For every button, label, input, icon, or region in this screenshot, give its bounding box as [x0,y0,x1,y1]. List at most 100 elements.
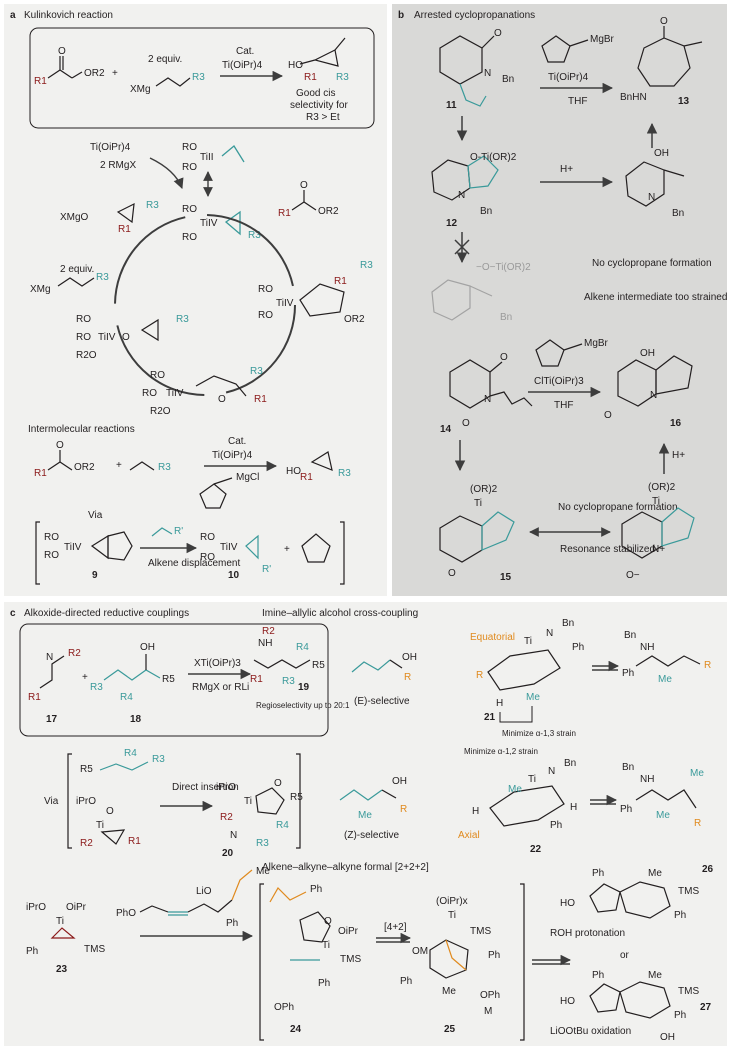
svg-text:O: O [462,418,470,429]
svg-text:TiIV: TiIV [98,332,116,343]
panel-c-letter: c [10,608,16,619]
svg-text:O: O [494,28,502,39]
svg-text:O: O [660,16,668,27]
compound-15: 15 [500,572,512,583]
svg-text:R1: R1 [128,836,141,847]
bicyclic-12 [431,155,499,201]
svg-text:27: 27 [700,1002,712,1013]
svg-text:Me: Me [690,768,704,779]
svg-text:O: O [56,440,64,451]
svg-text:19: 19 [298,682,310,693]
oxatitanacycle-24: Ph O OiPr Ti TMS Ph OPh 24 [269,884,361,1035]
svg-text:RO: RO [76,332,91,343]
svg-text:H: H [496,698,503,709]
compound-11: 11 [446,100,457,111]
svg-text:+: + [116,460,122,471]
note-too-strained: Alkene intermediate too strained [584,292,727,303]
svg-text:R: R [400,804,407,815]
panel-a-title: Kulinkovich reaction [24,10,113,21]
svg-text:Ph: Ph [310,884,322,895]
product-26: Ph Me HO TMS Ph 26 [560,864,714,921]
svg-text:THF: THF [568,96,587,107]
svg-text:R3: R3 [176,314,189,325]
iminium-titanacycle [621,507,695,559]
titanium-enolate-bottom: RO RO R2O TiIV O R1 R3 [142,366,267,417]
svg-text:R2: R2 [80,838,93,849]
svg-text:R3: R3 [336,72,349,83]
svg-text:R4: R4 [120,692,133,703]
svg-text:25: 25 [444,1024,456,1035]
svg-text:10: 10 [228,570,240,581]
svg-text:R1: R1 [34,468,47,479]
compound-16: 16 [670,418,682,429]
svg-text:R2: R2 [220,812,233,823]
svg-text:Ph: Ph [592,868,604,879]
titanacyclopropene-23: iPrO OiPr Ti Ph TMS 23 [26,902,105,975]
liootbu-oxidation: LiOOtBu oxidation [550,1026,631,1037]
via-label: Via [88,510,103,521]
reagent-clti: ClTi(OiPr)3 [534,376,584,387]
svg-text:OiPr: OiPr [338,926,359,937]
svg-text:THF: THF [554,400,573,411]
svg-text:O-Ti(OR)2: O-Ti(OR)2 [470,152,517,163]
imine-coupling-title: Imine–allylic alcohol cross-coupling [262,608,418,619]
svg-text:RO: RO [182,162,197,173]
svg-text:Me: Me [658,674,672,685]
ester-structure [47,56,83,79]
svg-text:TiIV: TiIV [166,388,184,399]
svg-text:Me: Me [656,810,670,821]
svg-text:XMg: XMg [30,284,51,295]
svg-text:R3: R3 [282,676,295,687]
svg-text:H+: H+ [560,164,573,175]
svg-text:R: R [476,670,483,681]
svg-text:Ti: Ti [528,774,536,785]
cycle-ti-ii: TiII [200,152,214,163]
svg-text:Bn: Bn [622,762,634,773]
alkyne-title: Alkene–alkyne–alkyne formal [2+2+2] [262,862,429,873]
svg-text:R3: R3 [248,230,261,241]
svg-text:Ph: Ph [550,820,562,831]
intermolecular-reagent: MgCl [236,472,259,483]
svg-text:R1: R1 [118,224,131,235]
svg-text:R': R' [174,526,183,537]
svg-text:Ph: Ph [622,668,634,679]
e-allylic-alcohol: OH R [351,652,417,683]
svg-text:H: H [570,802,577,813]
svg-text:R3: R3 [90,682,103,693]
cyclopentyl-ring [199,483,227,509]
via-label-c: Via [44,796,59,807]
svg-text:(OiPr)x: (OiPr)x [436,896,468,907]
svg-text:Me: Me [256,866,270,877]
note-no-cyclopropane-2: No cyclopropane formation [558,502,678,513]
titanacycle-15 [439,511,515,563]
svg-text:Ph: Ph [226,918,238,929]
svg-text:Ti: Ti [474,498,482,509]
z-allylic-alcohol: OH R Me [339,776,407,821]
panel-c-title: Alkoxide-directed reductive couplings [24,608,189,619]
svg-text:O: O [58,46,66,57]
svg-text:OH: OH [654,148,669,159]
svg-text:LiO: LiO [196,886,212,897]
svg-text:R1: R1 [254,394,267,405]
svg-text:Ti: Ti [652,496,660,507]
minimize-12-strain: Minimize α-1,2 strain [464,747,538,756]
compound-12: 12 [446,218,458,229]
panel-b-title: Arrested cyclopropanations [414,10,535,21]
step-4-2: [4+2] [384,922,407,933]
svg-text:R2O: R2O [150,406,171,417]
titanium-alkoxide-left: RO RO R2O TiIV O R3 [76,314,189,361]
svg-text:R4: R4 [124,748,137,759]
svg-text:O: O [122,332,130,343]
svg-text:RO: RO [182,204,197,215]
alkoxide-tethered-azatitanacycle: R5 R4 R3 iPrO O Ti R2 R1 [76,748,165,849]
strained-alkene-grey [431,279,493,321]
svg-text:TiIV: TiIV [64,542,82,553]
svg-text:O−: O− [626,570,640,581]
svg-text:−O−Ti(OR)2: −O−Ti(OR)2 [476,262,531,273]
svg-text:RO: RO [150,370,165,381]
svg-text:OH: OH [660,1032,675,1043]
displacement-label: Alkene displacement [148,558,240,569]
svg-text:OPh: OPh [480,990,500,1001]
svg-text:Ph: Ph [620,804,632,815]
